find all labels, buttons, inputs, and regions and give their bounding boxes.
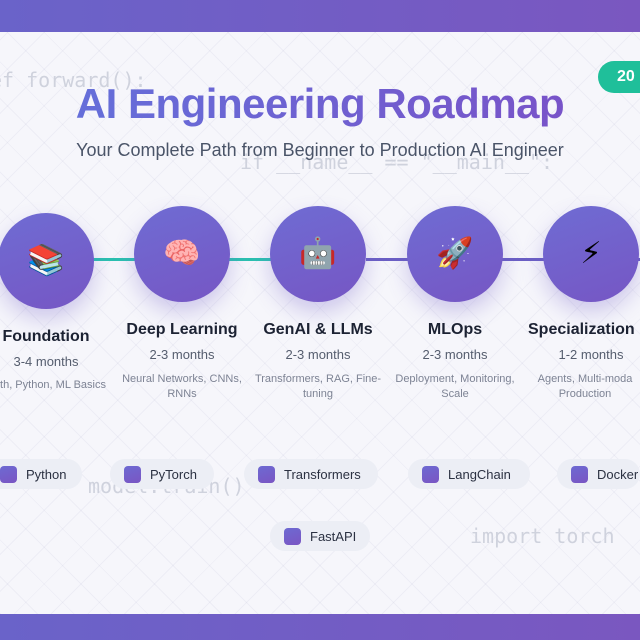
stage-name: GenAI & LLMs: [263, 321, 373, 338]
lightning-icon: ⚡: [580, 237, 602, 270]
stage-duration: 2-3 months: [149, 347, 215, 362]
tool-chip[interactable]: FastAPI: [270, 521, 370, 551]
tool-icon: [0, 465, 17, 483]
tool-icon: [284, 527, 301, 545]
stage-name: MLOps: [427, 321, 483, 338]
bottom-band: [0, 614, 640, 640]
stage-name: Deep Learning: [126, 321, 238, 338]
connector-2: [228, 258, 274, 261]
stage-topics: Agents, Multi-moda Production: [537, 373, 633, 400]
bg-code-2: if __name__ == "__main__":: [240, 150, 554, 174]
tool-label: Docker: [597, 466, 639, 482]
tool-chip[interactable]: PyTorch: [110, 459, 214, 489]
tool-label: FastAPI: [310, 528, 357, 544]
year-badge: 20: [598, 61, 640, 93]
stage-foundation-circle[interactable]: [0, 213, 94, 309]
stage-topics: th, Python, ML Basics: [0, 379, 106, 391]
tool-label: LangChain: [448, 466, 511, 482]
stage-mlops-circle[interactable]: [407, 206, 503, 302]
tool-label: PyTorch: [150, 466, 197, 482]
tool-label: Python: [26, 466, 67, 482]
stage-duration: 1-2 months: [558, 347, 624, 362]
stage-duration: 2-3 months: [422, 347, 488, 362]
stage-deep-learning-circle[interactable]: [134, 206, 230, 302]
stage-topics: Deployment, Monitoring, Scale: [395, 373, 515, 400]
stage-specialization-circle[interactable]: [543, 206, 639, 302]
brain-icon: 🧠: [163, 237, 201, 270]
tool-chip[interactable]: LangChain: [408, 459, 530, 489]
tool-icon: [258, 465, 275, 483]
stage-duration: 3-4 months: [13, 354, 79, 369]
tool-chip[interactable]: Docker: [557, 459, 640, 489]
stage-topics: Neural Networks, CNNs, RNNs: [122, 373, 242, 400]
stage-duration: 2-3 months: [285, 347, 351, 362]
top-band: [0, 0, 640, 32]
tool-label: Transformers: [284, 466, 361, 482]
bg-code-4: import torch: [470, 524, 615, 548]
books-icon: 📚: [27, 244, 65, 277]
rocket-icon: 🚀: [436, 237, 474, 270]
tool-icon: [571, 465, 588, 483]
stage-topics: Transformers, RAG, Fine-tuning: [254, 373, 382, 400]
connector-3: [366, 258, 412, 261]
stage-name: Foundation: [2, 328, 90, 345]
stage-genai-circle[interactable]: [270, 206, 366, 302]
page-subtitle: Your Complete Path from Beginner to Prod…: [76, 140, 564, 160]
tool-icon: [422, 465, 439, 483]
tool-icon: [124, 465, 141, 483]
bg-code-1: ef forward():: [0, 68, 147, 92]
stage-name: Specialization: [528, 321, 635, 338]
tool-chip[interactable]: Transformers: [244, 459, 378, 489]
connector-4: [500, 258, 548, 261]
page-title: AI Engineering Roadmap: [0, 80, 640, 128]
robot-icon: 🤖: [299, 237, 337, 270]
connector-1: [90, 258, 138, 261]
tool-chip[interactable]: Python: [0, 459, 82, 489]
roadmap-canvas: ef forward(): if __name__ == "__main__":…: [0, 32, 640, 614]
